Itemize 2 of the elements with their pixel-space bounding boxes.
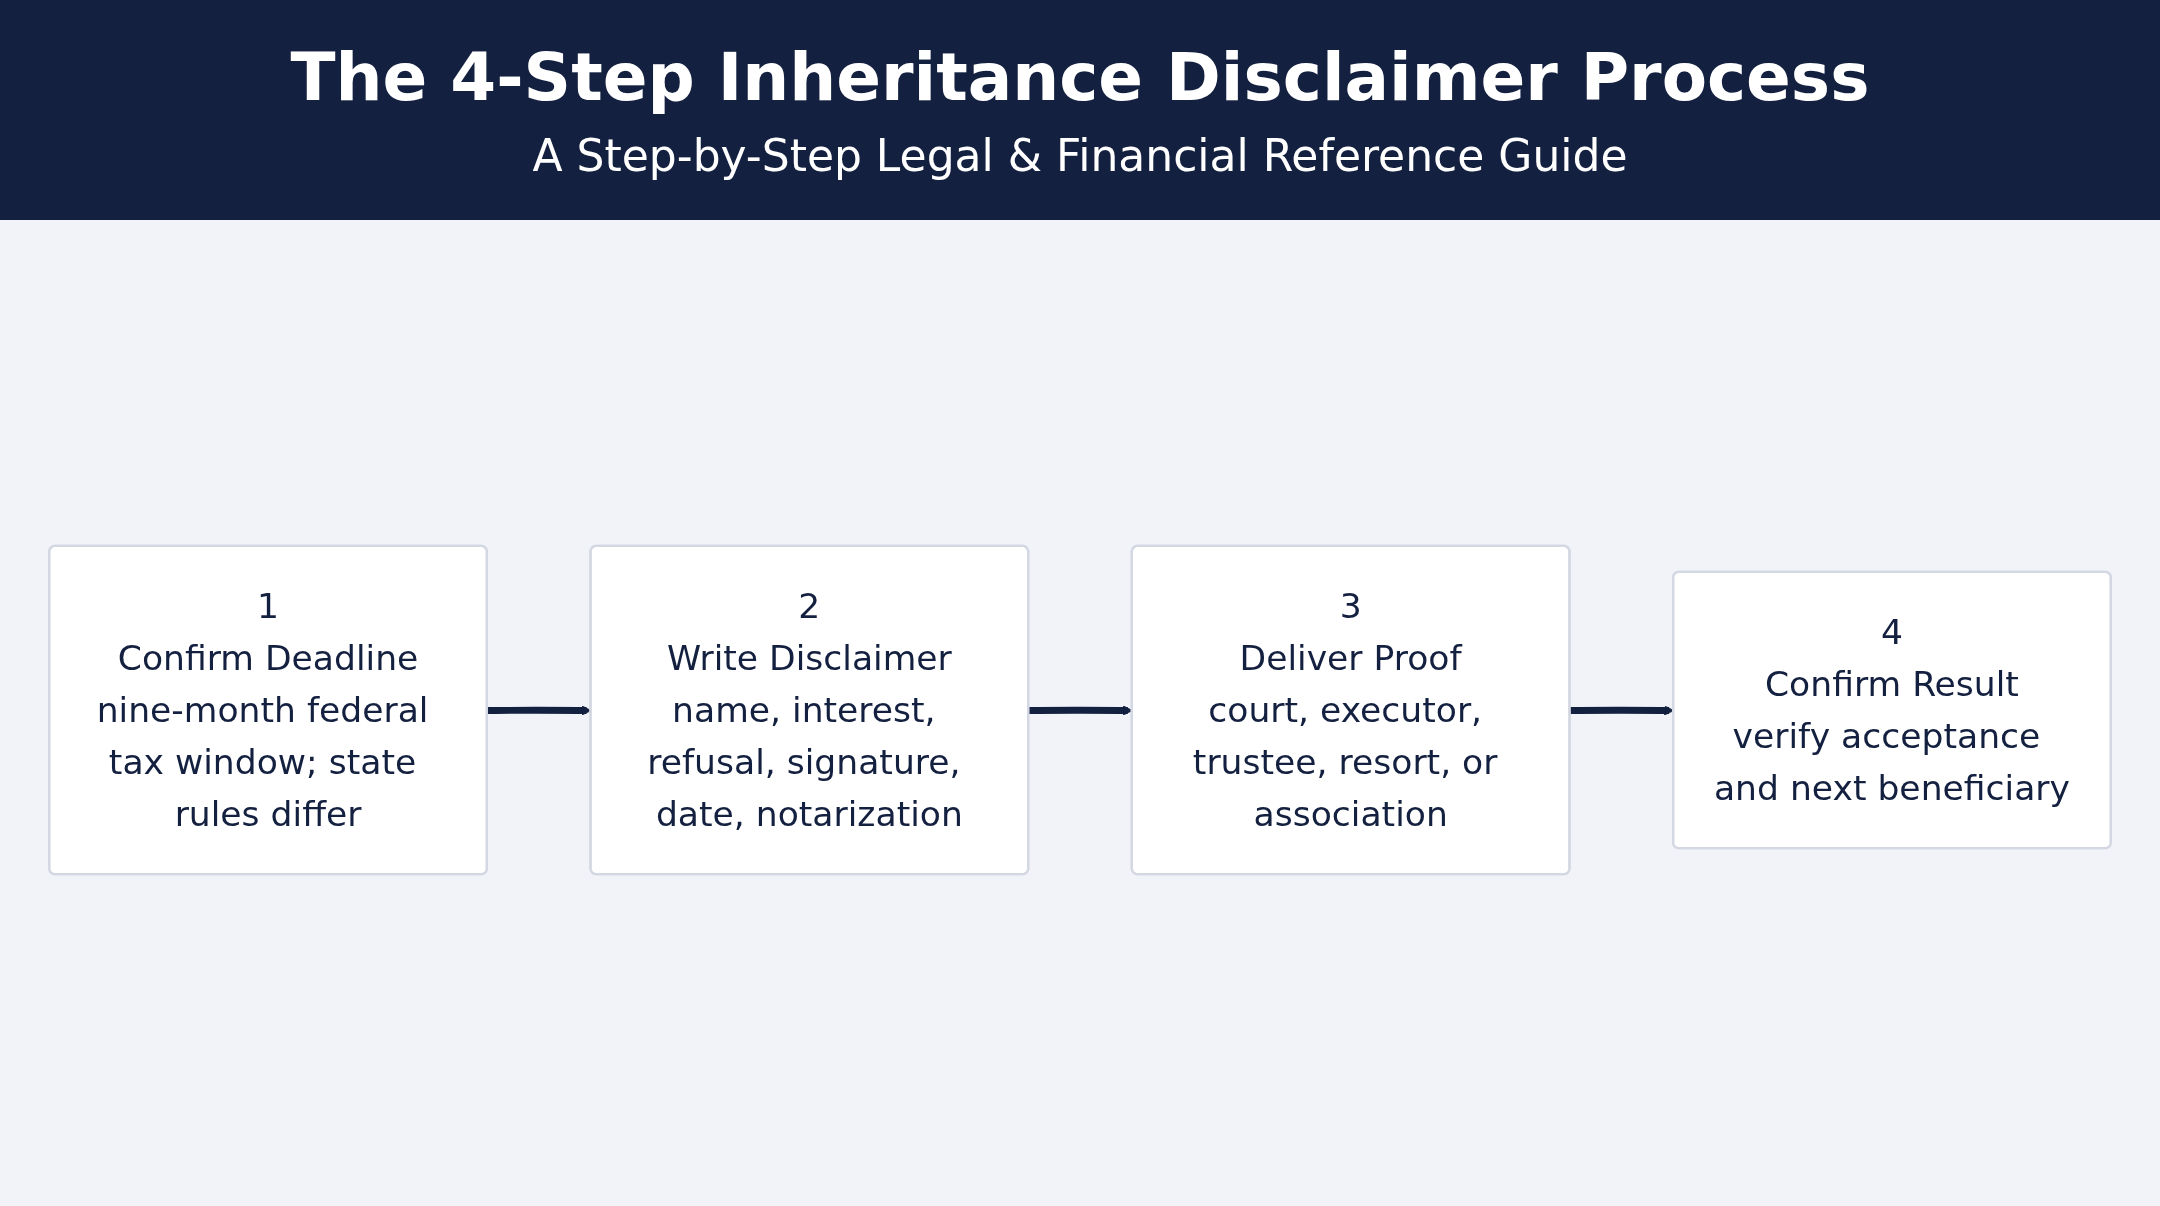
subtitle: A Step-by-Step Legal & Financial Reference Guide (532, 130, 1628, 181)
title: The 4-Step Inheritance Disclaimer Process (290, 39, 1870, 116)
